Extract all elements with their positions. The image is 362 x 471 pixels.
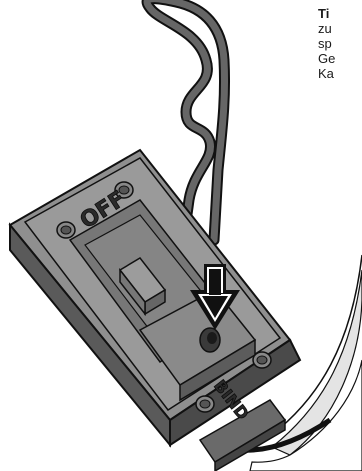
receiver-housing — [10, 150, 300, 471]
tip-line-3: Ge — [318, 51, 362, 66]
tip-line-1: zu — [318, 21, 362, 36]
tip-line-2: sp — [318, 36, 362, 51]
tip-line-4: Ka — [318, 66, 362, 81]
screw-bottom-left — [196, 396, 214, 412]
tip-heading: Ti — [318, 6, 362, 21]
tip-text-block: Ti zu sp Ge Ka — [318, 6, 362, 81]
screw-top-left — [57, 222, 75, 238]
screw-bottom-right — [253, 352, 271, 368]
